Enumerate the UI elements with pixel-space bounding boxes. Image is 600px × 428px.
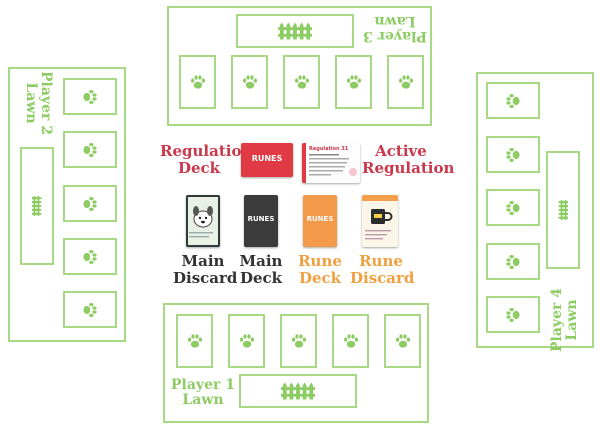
fence-icon: [546, 200, 580, 220]
player1-lawn-fence-box[interactable]: [239, 374, 357, 408]
rune-deck-card[interactable]: RUNES: [303, 195, 337, 247]
paw-print-icon: [504, 146, 522, 164]
card-text-lines: [189, 232, 213, 238]
player1-card-slot[interactable]: [280, 314, 317, 368]
runes-logo: RUNES: [247, 215, 275, 223]
player4-card-slot[interactable]: [486, 136, 540, 173]
player4-lawn-label: Player 4 Lawn: [549, 288, 580, 352]
dog-illustration-icon: [193, 206, 213, 228]
main-deck-card[interactable]: RUNES: [244, 195, 278, 247]
paw-print-icon: [81, 88, 99, 106]
player2-card-slot[interactable]: [63, 238, 117, 275]
player4-lawn-fence-box[interactable]: [546, 151, 580, 269]
paw-print-icon: [238, 332, 256, 350]
regulation-deck-label: Regulation Deck: [160, 142, 253, 177]
rune-discard-card[interactable]: [362, 195, 398, 247]
player1-card-slot[interactable]: [332, 314, 369, 368]
player4-card-slot[interactable]: [486, 296, 540, 333]
paw-print-icon: [189, 73, 207, 91]
rune-discard-label: Rune Discard: [350, 252, 415, 287]
player3-lawn-zone: [167, 6, 432, 126]
rules-text-lines: [309, 154, 357, 176]
fence-icon: [278, 21, 312, 41]
card-text-lines: [365, 230, 391, 240]
paw-print-icon: [345, 73, 363, 91]
player2-card-slot[interactable]: [63, 291, 117, 328]
active-regulation-label: Active Regulation: [362, 142, 455, 177]
player3-card-slot[interactable]: [387, 55, 424, 109]
player1-lawn-label: Player 1 Lawn: [171, 377, 235, 408]
player3-card-slot[interactable]: [335, 55, 372, 109]
paw-print-icon: [394, 332, 412, 350]
main-discard-label: Main Discard: [173, 252, 238, 287]
paw-print-icon: [504, 306, 522, 324]
fence-icon: [281, 381, 315, 401]
card-art: [188, 197, 218, 245]
player3-card-slot[interactable]: [283, 55, 320, 109]
player4-card-slot[interactable]: [486, 243, 540, 280]
main-deck-label: Main Deck: [239, 252, 283, 287]
rune-deck-label: Rune Deck: [298, 252, 342, 287]
active-regulation-card-title: Regulation 31: [309, 146, 349, 152]
paw-print-icon: [81, 195, 99, 213]
paw-print-icon: [186, 332, 204, 350]
player3-lawn-label: Player 3 Lawn: [363, 13, 427, 44]
player1-lawn-zone: [163, 303, 429, 423]
fence-icon: [20, 196, 54, 216]
regulation-deck-card[interactable]: RUNES: [241, 143, 293, 177]
player4-lawn-zone: [476, 72, 594, 348]
player1-card-slot[interactable]: [384, 314, 421, 368]
paw-print-icon: [241, 73, 259, 91]
main-discard-card[interactable]: [186, 195, 220, 247]
paw-print-icon: [81, 301, 99, 319]
paw-print-icon: [504, 253, 522, 271]
player3-card-slot[interactable]: [179, 55, 216, 109]
player1-card-slot[interactable]: [176, 314, 213, 368]
paw-print-icon: [81, 248, 99, 266]
player2-lawn-fence-box[interactable]: [20, 147, 54, 265]
player3-lawn-fence-box[interactable]: [236, 14, 354, 48]
paw-print-icon: [504, 92, 522, 110]
player2-lawn-label: Player 2 Lawn: [23, 71, 54, 135]
paw-print-icon: [290, 332, 308, 350]
player2-card-slot[interactable]: [63, 78, 117, 115]
paw-print-icon: [342, 332, 360, 350]
player4-card-slot[interactable]: [486, 82, 540, 119]
paw-print-icon: [397, 73, 415, 91]
paw-print-icon: [293, 73, 311, 91]
active-regulation-card[interactable]: Regulation 31: [302, 143, 360, 183]
player2-card-slot[interactable]: [63, 131, 117, 168]
player2-lawn-zone: [8, 67, 126, 342]
runes-logo: RUNES: [306, 215, 334, 223]
player4-card-slot[interactable]: [486, 189, 540, 226]
player2-card-slot[interactable]: [63, 185, 117, 222]
player3-card-slot[interactable]: [231, 55, 268, 109]
runes-logo: RUNES: [251, 154, 283, 163]
player1-card-slot[interactable]: [228, 314, 265, 368]
paw-print-icon: [504, 199, 522, 217]
coffee-mug-icon: [371, 209, 393, 224]
paw-print-icon: [81, 141, 99, 159]
